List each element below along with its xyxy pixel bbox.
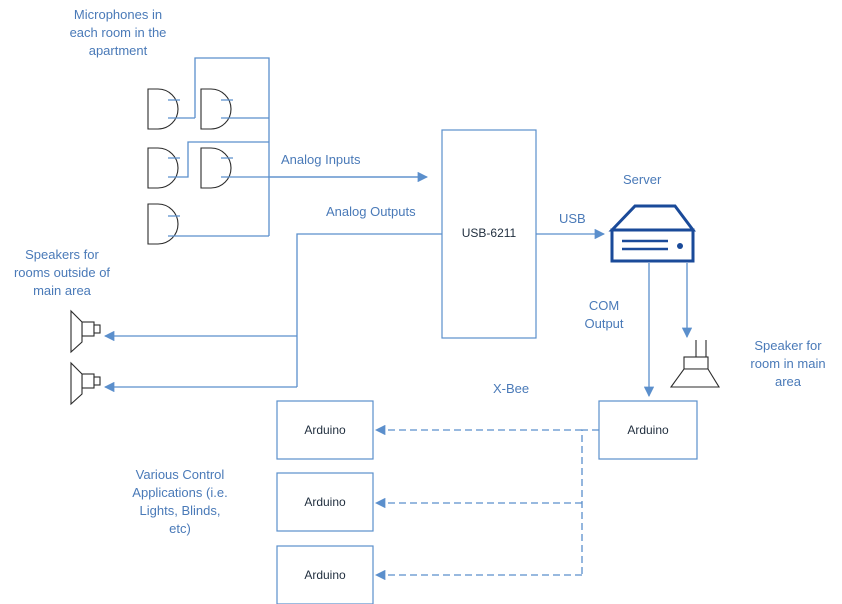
arduino-label-1: Arduino xyxy=(304,423,346,437)
xbee-label: X-Bee xyxy=(493,381,530,396)
xbee-bus xyxy=(581,429,599,575)
control-apps-label-line: etc) xyxy=(169,521,191,536)
com-output-label: COM Output xyxy=(572,297,636,333)
arduino-label-2: Arduino xyxy=(304,495,346,509)
speakers-outside-label-line: Speakers for xyxy=(25,247,99,262)
analog-inputs-label: Analog Inputs xyxy=(281,152,361,167)
control-apps-label-line: Applications (i.e. xyxy=(132,485,228,500)
arduino-box-1 xyxy=(276,400,374,460)
speaker-main-label-line: room in main xyxy=(750,356,826,371)
analog-outputs-line xyxy=(296,233,442,387)
arduino-main-box xyxy=(598,400,698,460)
arduino-box-3 xyxy=(276,545,374,604)
microphones-label-line: each room in the xyxy=(69,25,167,40)
control-apps-label-line: Lights, Blinds, xyxy=(139,503,221,518)
microphone-icon xyxy=(147,203,269,245)
arduino-label-3: Arduino xyxy=(304,568,346,582)
microphone-bus xyxy=(194,57,270,236)
analog-outputs-label: Analog Outputs xyxy=(326,204,416,219)
speaker-main-label-line: Speaker for xyxy=(754,338,822,353)
speaker-main-label-line: area xyxy=(774,374,802,389)
control-apps-label: Various Control Applications (i.e. Light… xyxy=(112,466,248,538)
server-icon xyxy=(608,204,696,263)
speakers-outside-label: Speakers for rooms outside of main area xyxy=(0,246,124,300)
microphone-icon xyxy=(147,88,195,130)
speaker-icon xyxy=(70,309,101,354)
control-apps-label-line: Various Control xyxy=(135,467,225,482)
speakers-outside-label-line: main area xyxy=(33,283,91,298)
speaker-main-label: Speaker for room in main area xyxy=(738,337,838,391)
microphones-label-line: apartment xyxy=(88,43,148,58)
speaker-icon xyxy=(70,361,101,406)
arduino-main-label: Arduino xyxy=(627,423,669,437)
microphones-label: Microphones in each room in the apartmen… xyxy=(48,6,188,60)
microphone-icon xyxy=(147,141,269,189)
com-output-label-line: Output xyxy=(584,316,624,331)
speakers-outside-label-line: rooms outside of xyxy=(13,265,111,280)
server-label: Server xyxy=(623,172,662,187)
usb6211-label: USB-6211 xyxy=(461,226,517,240)
speaker-icon xyxy=(669,340,720,388)
com-output-label-line: COM xyxy=(588,298,620,313)
usb-label: USB xyxy=(559,211,586,226)
microphone-icon xyxy=(200,88,269,130)
arduino-box-2 xyxy=(276,472,374,532)
microphones-label-line: Microphones in xyxy=(73,7,163,22)
